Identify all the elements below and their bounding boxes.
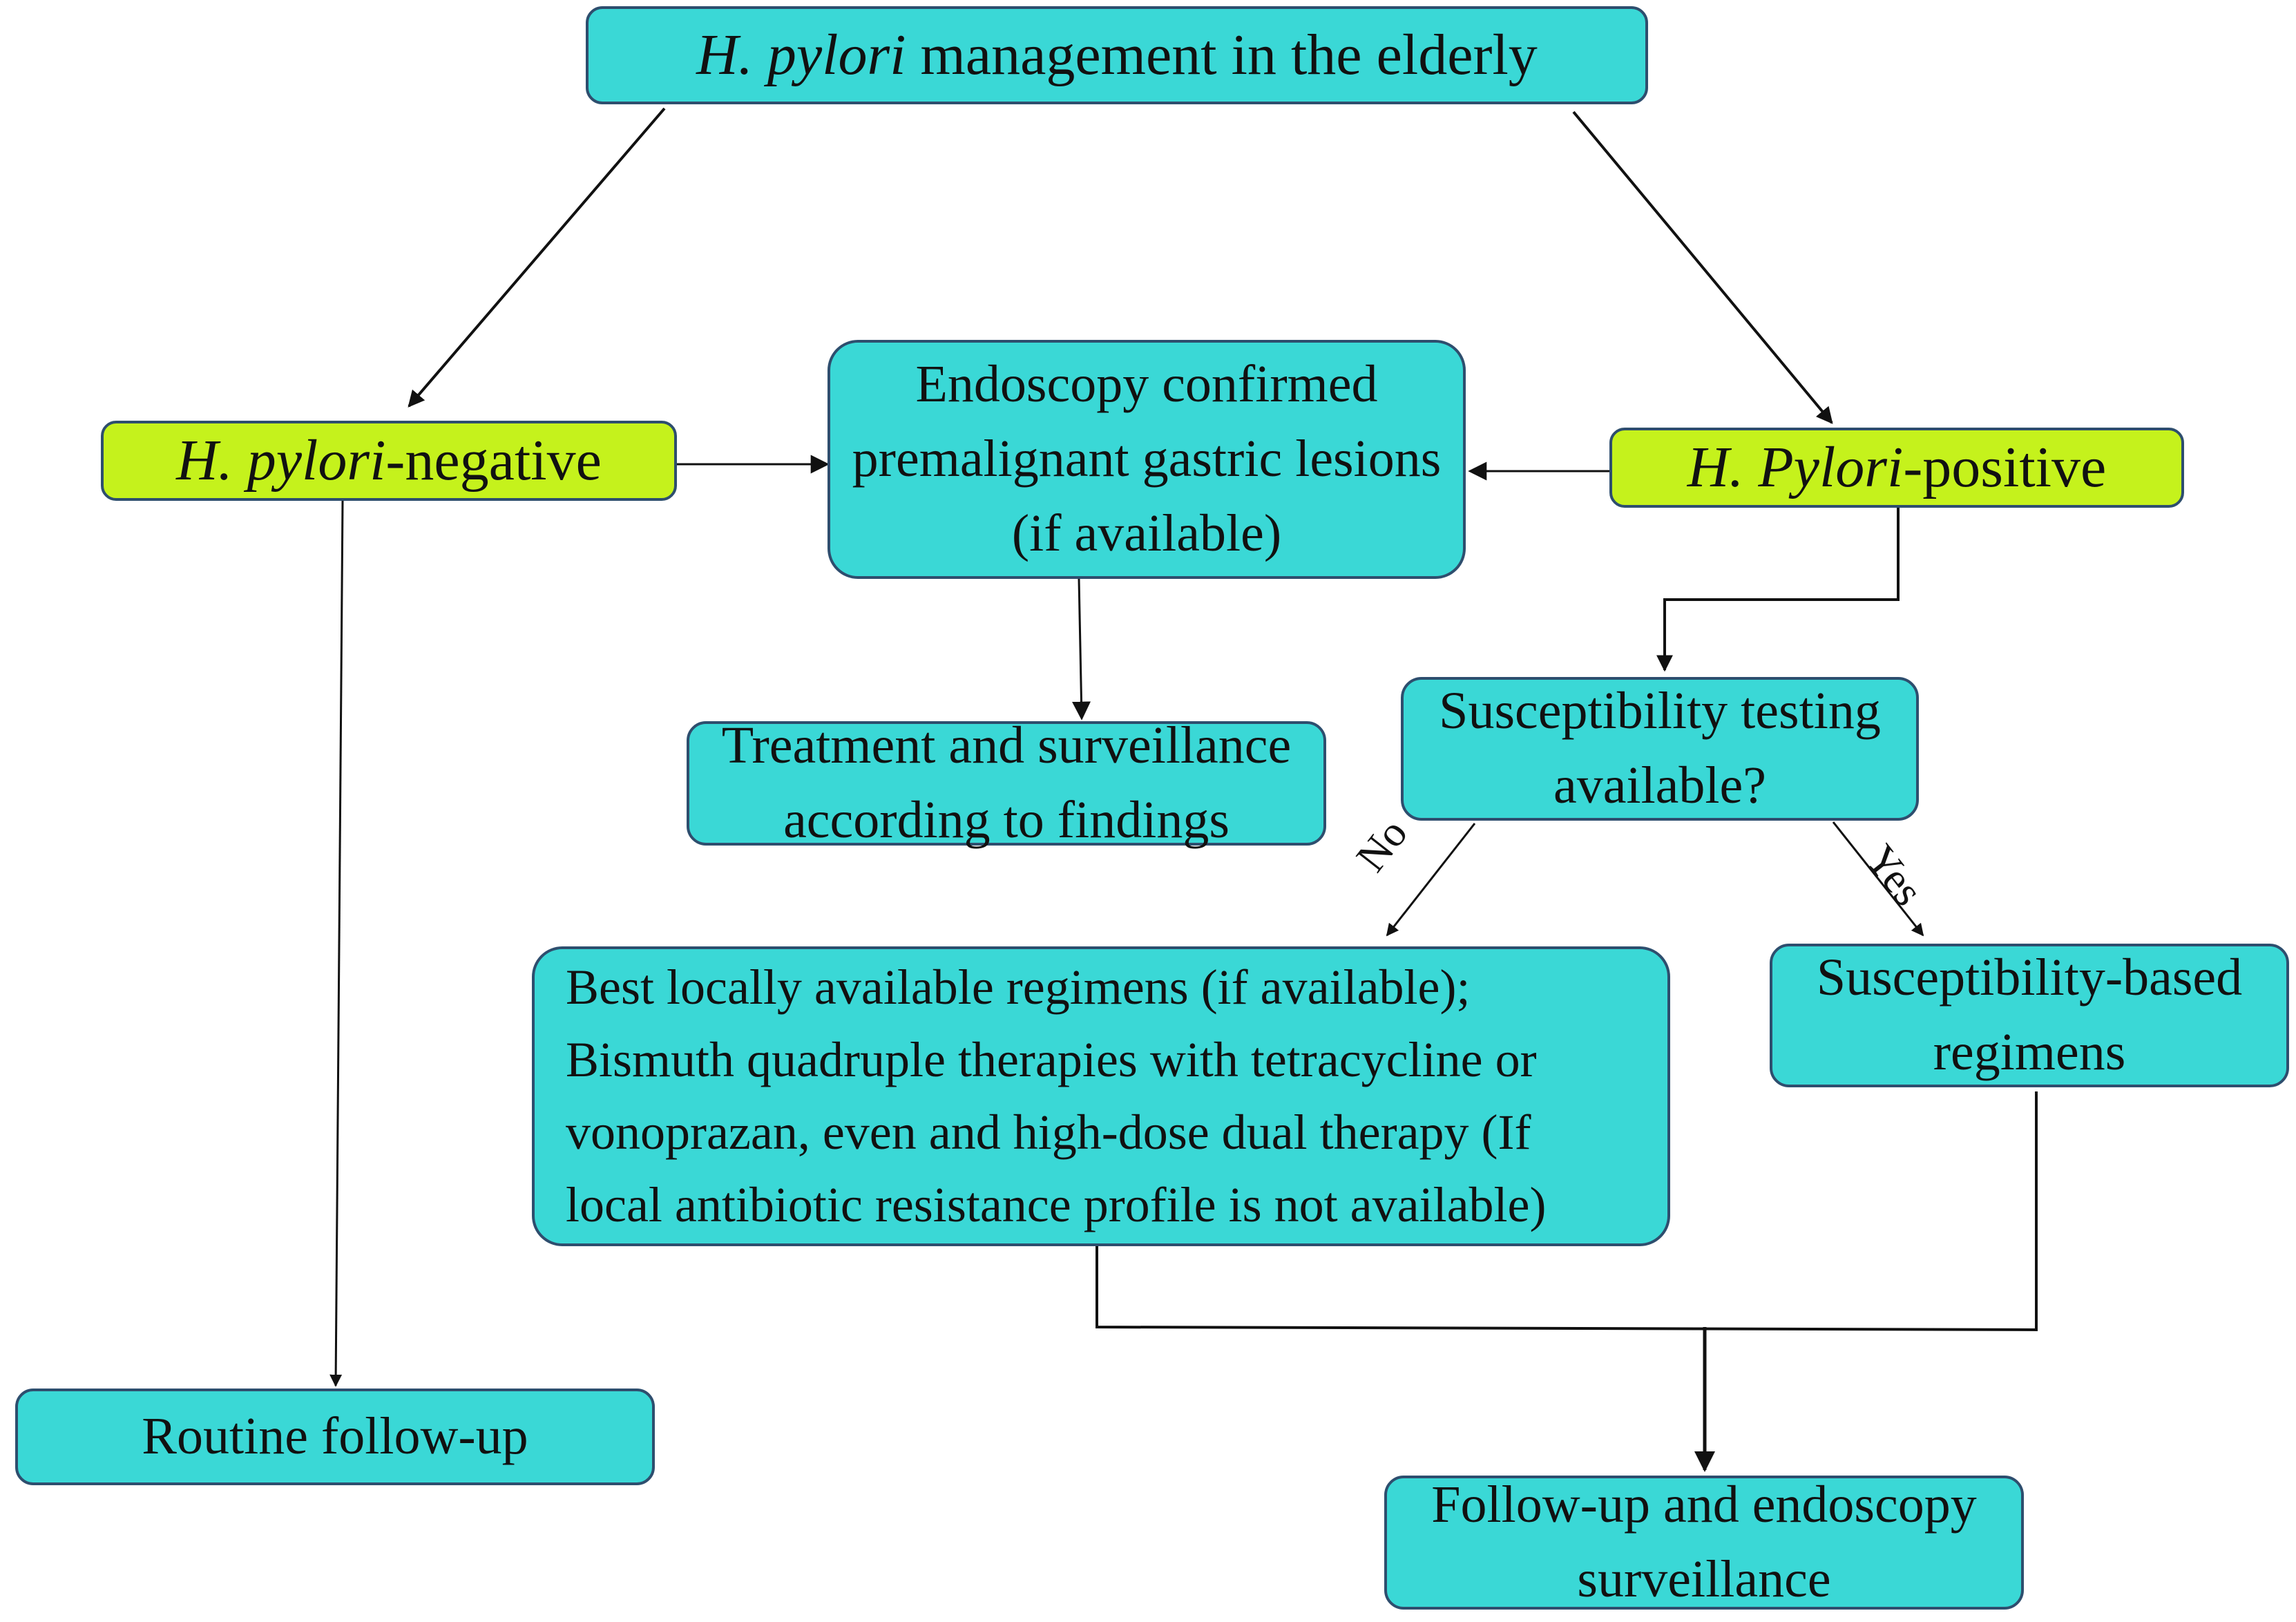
best-regimens-box: Best locally available regimens (if avai… xyxy=(532,946,1670,1246)
title-rest: management in the elderly xyxy=(906,23,1538,88)
endoscopy-line-3: (if available) xyxy=(1011,504,1282,562)
title-text: H. pylori management in the elderly xyxy=(696,14,1538,96)
susceptibility-question-box: Susceptibility testing available? xyxy=(1401,677,1919,821)
endoscopy-box: Endoscopy confirmed premalignant gastric… xyxy=(827,340,1466,579)
positive-rest: -positive xyxy=(1903,435,2107,500)
susceptibility-question-line-2: available? xyxy=(1553,756,1766,814)
susceptibility-based-line-1: Susceptibility-based xyxy=(1816,948,2243,1007)
positive-box: H. Pylori-positive xyxy=(1609,428,2184,508)
routine-followup-box: Routine follow-up xyxy=(15,1389,655,1485)
arrow-title-to-positive xyxy=(1572,111,1833,424)
positive-organism: H. Pylori xyxy=(1687,435,1904,500)
followup-surveillance-box: Follow-up and endoscopy surveillance xyxy=(1384,1476,2024,1610)
title-organism: H. pylori xyxy=(696,23,906,88)
treatment-line-1: Treatment and surveillance xyxy=(721,716,1292,775)
susceptibility-based-line-2: regimens xyxy=(1933,1023,2126,1081)
best-regimens-line-2: Bismuth quadruple therapies with tetracy… xyxy=(566,1031,1537,1087)
arrow-yes-branch xyxy=(1832,821,1924,937)
title-box: H. pylori management in the elderly xyxy=(586,6,1648,104)
treatment-line-2: according to findings xyxy=(783,791,1230,849)
best-regimens-line-3: vonoprazan, even and high-dose dual ther… xyxy=(566,1105,1531,1160)
arrow-positive-to-susceptibility xyxy=(1656,508,1900,672)
followup-line-2: surveillance xyxy=(1577,1550,1831,1608)
line-regimens-merge xyxy=(1096,1091,2038,1332)
endoscopy-line-1: Endoscopy confirmed xyxy=(915,355,1378,414)
arrow-negative-to-routine xyxy=(329,500,344,1387)
negative-text: H. pylori-negative xyxy=(176,419,602,502)
best-regimens-line-4: local antibiotic resistance profile is n… xyxy=(566,1177,1547,1233)
followup-line-1: Follow-up and endoscopy xyxy=(1431,1476,1977,1534)
positive-text: H. Pylori-positive xyxy=(1687,426,2107,508)
negative-organism: H. pylori xyxy=(176,428,386,493)
negative-rest: -negative xyxy=(385,428,602,493)
arrow-title-to-negative xyxy=(408,107,666,408)
routine-followup-text: Routine follow-up xyxy=(142,1407,528,1466)
negative-box: H. pylori-negative xyxy=(101,421,677,501)
susceptibility-based-box: Susceptibility-based regimens xyxy=(1770,944,2289,1087)
treatment-box: Treatment and surveillance according to … xyxy=(687,716,1326,849)
susceptibility-question-line-1: Susceptibility testing xyxy=(1439,682,1881,741)
arrow-no-branch xyxy=(1386,823,1476,937)
arrow-endoscopy-to-treatment xyxy=(1072,578,1091,721)
endoscopy-line-2: premalignant gastric lesions xyxy=(852,430,1442,488)
best-regimens-line-1: Best locally available regimens (if avai… xyxy=(566,959,1471,1015)
